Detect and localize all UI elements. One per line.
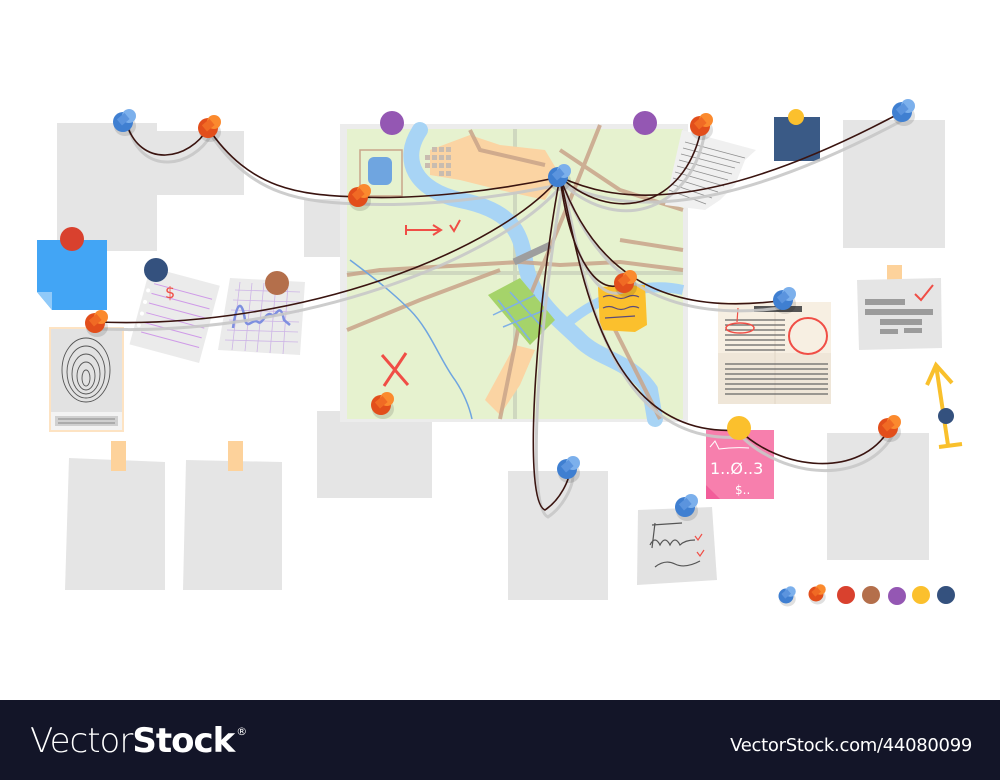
signature-note: [637, 507, 717, 585]
vectorstock-logo[interactable]: VectorStock®: [30, 721, 247, 761]
pink-note: 1..Ø..3 $..: [706, 430, 774, 499]
graph-paper: [218, 278, 305, 355]
newspaper-clipping: [718, 302, 831, 404]
blank-papers: [57, 120, 945, 600]
yellow-arrow: [925, 361, 963, 449]
red-x-mark: [380, 352, 410, 387]
pink-note-code: 1..Ø..3: [710, 459, 763, 478]
fingerprint-card: [49, 327, 124, 432]
pink-note-amount: $..: [735, 483, 750, 497]
city-map: [340, 122, 688, 427]
yellow-sticky-note: [598, 285, 647, 332]
navy-pin-on-arrow: [938, 408, 954, 424]
registered-mark: ®: [236, 725, 247, 738]
lined-note: [129, 267, 220, 364]
investigation-board: $: [37, 99, 963, 607]
connecting-strings: [96, 111, 906, 519]
brand-bold: Stock: [132, 721, 235, 761]
brand-light: Vector: [30, 721, 133, 761]
round-pins: [60, 109, 804, 440]
dollar-mark: $: [165, 283, 175, 302]
blue-sticky-note: [37, 240, 107, 310]
checklist-note: [857, 278, 942, 350]
stock-id-link[interactable]: VectorStock.com/44080099: [730, 735, 972, 756]
pin-palette: [778, 584, 955, 607]
watermark-footer: VectorStock® VectorStock.com/44080099: [0, 700, 1000, 780]
red-arrow-mark: [405, 219, 461, 236]
